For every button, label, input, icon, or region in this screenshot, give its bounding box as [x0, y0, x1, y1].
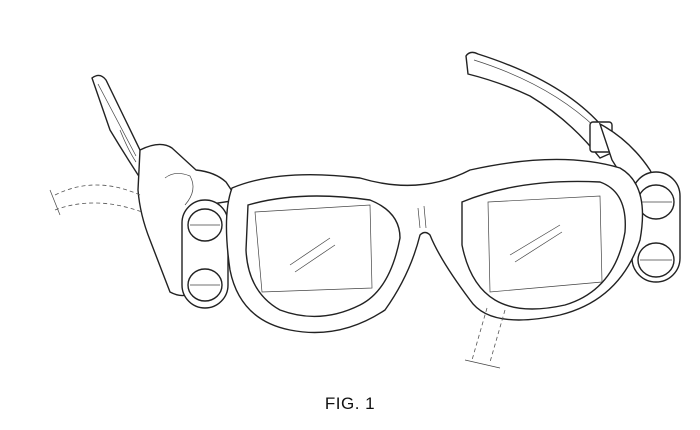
left-cable-dashed — [54, 184, 141, 196]
frame — [225, 158, 644, 334]
right-cable-dashed — [471, 307, 488, 361]
left-pod — [181, 199, 229, 309]
left-lens — [245, 195, 401, 318]
right-temple-arm — [465, 51, 620, 159]
right-pod — [598, 122, 681, 283]
figure-caption: FIG. 1 — [324, 394, 376, 413]
right-lens — [461, 180, 626, 310]
